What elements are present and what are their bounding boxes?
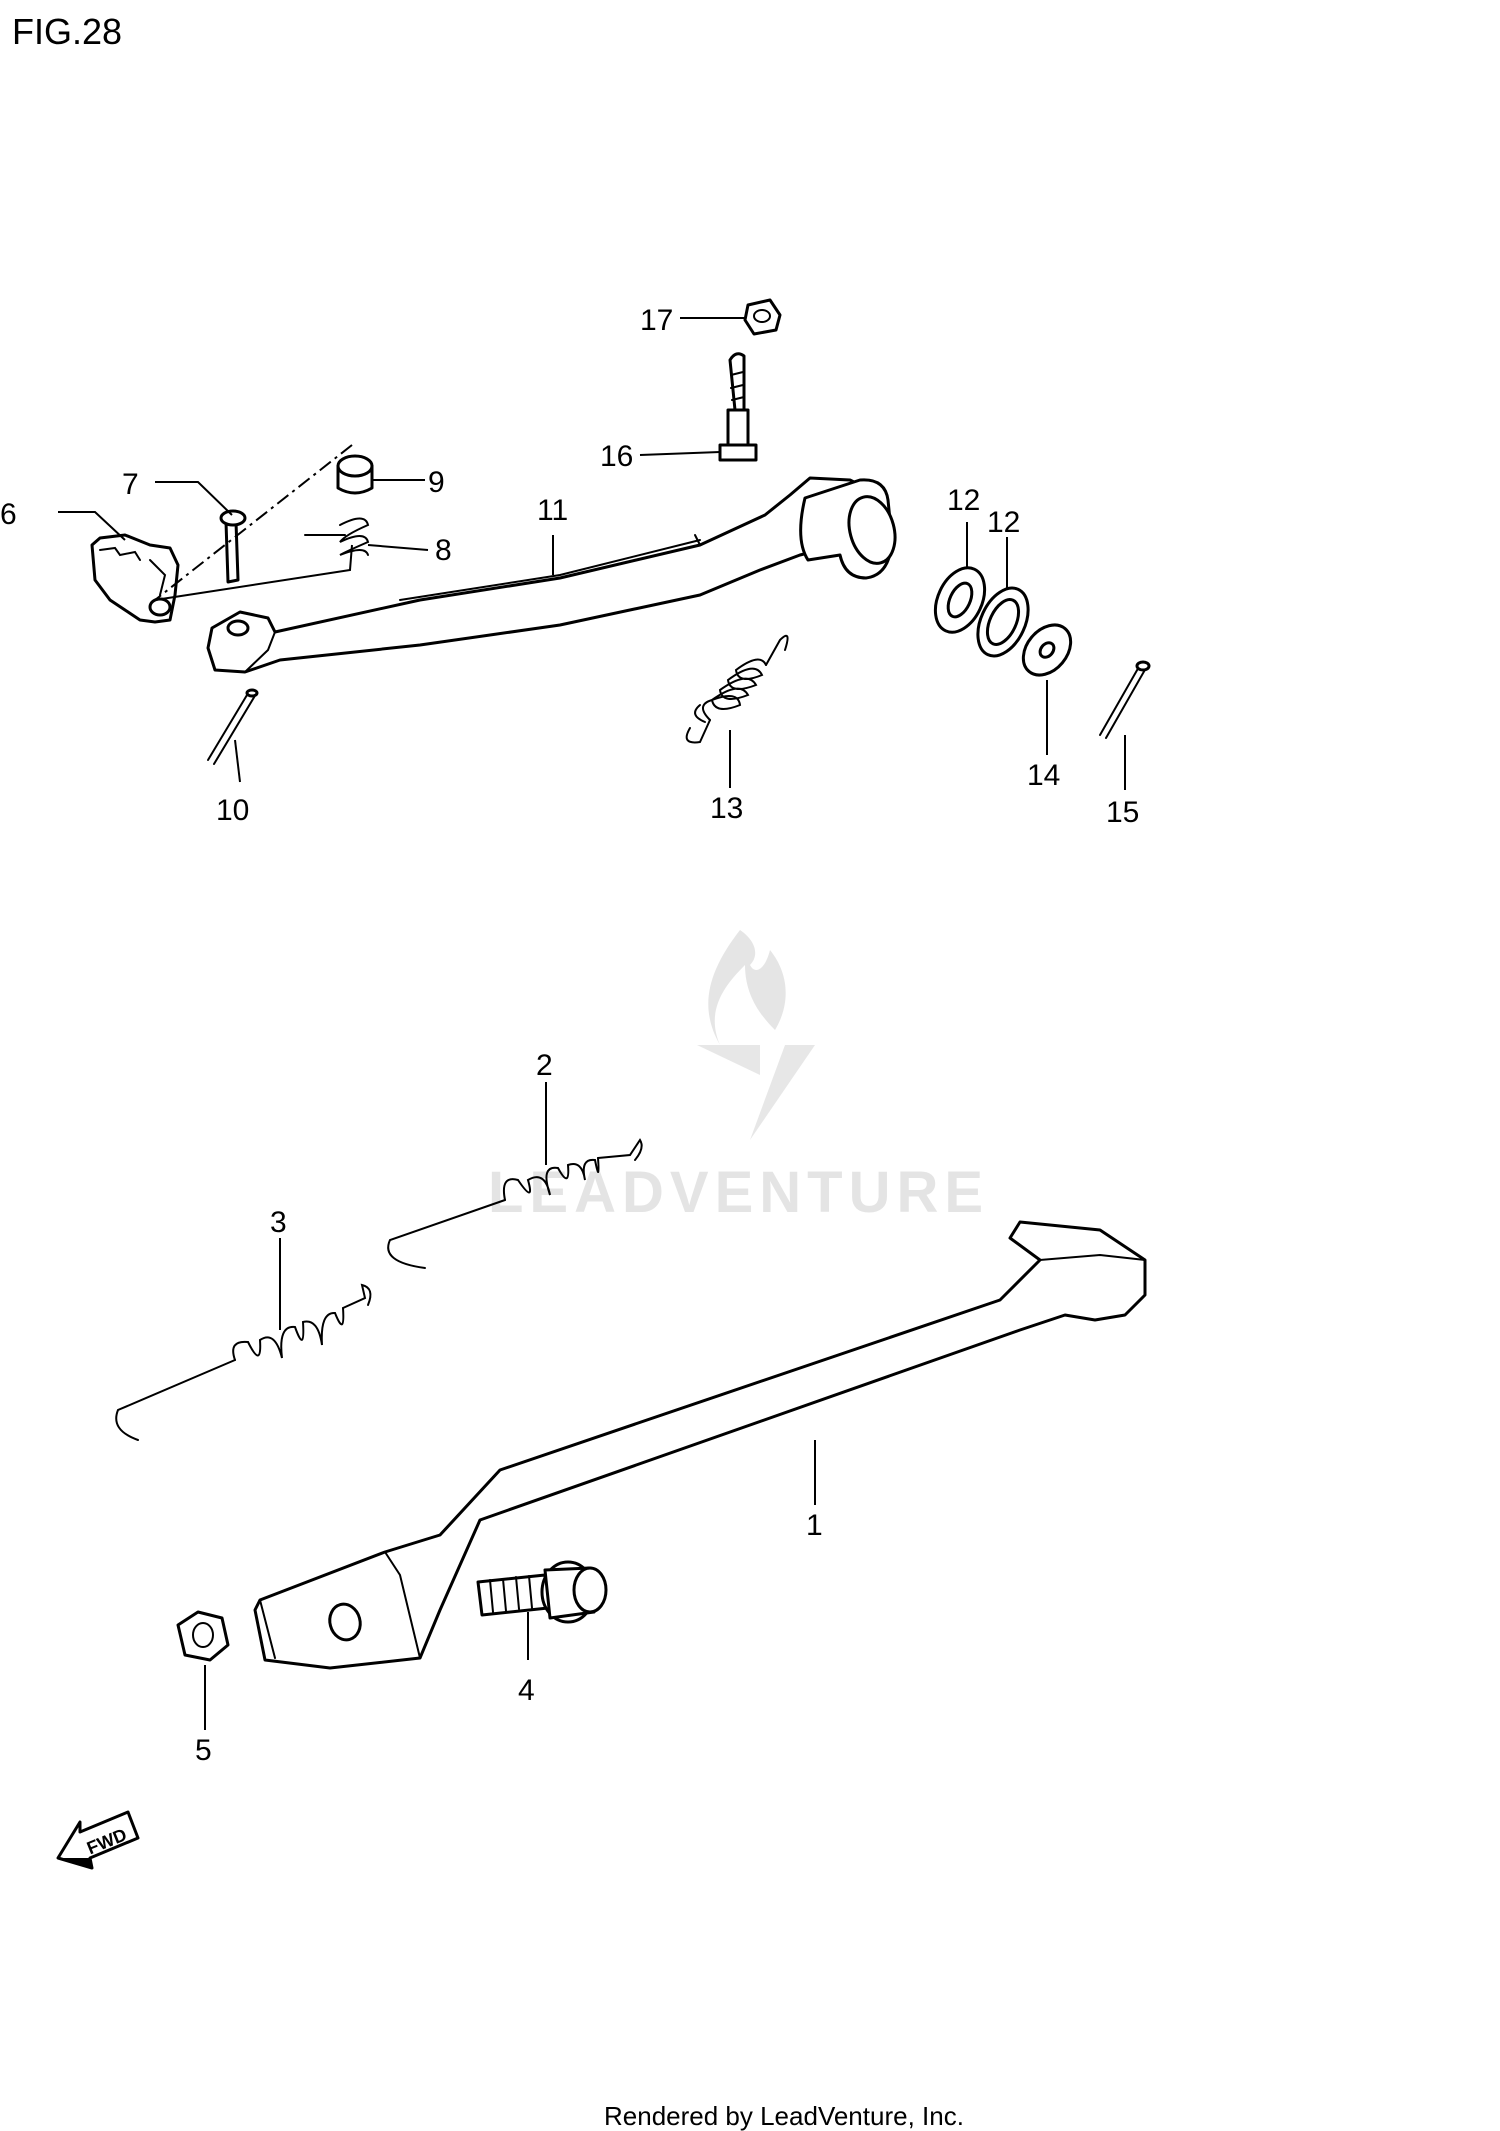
- callout-4[interactable]: 4: [518, 1674, 535, 1707]
- flame-logo-icon: [697, 930, 815, 1140]
- footer-credit: Rendered by LeadVenture, Inc.: [604, 2101, 964, 2131]
- watermark: LEADVENTURE: [488, 930, 989, 1225]
- callout-12a[interactable]: 12: [947, 484, 980, 517]
- callout-14[interactable]: 14: [1027, 759, 1060, 792]
- stand-spring-3: [115, 1283, 372, 1441]
- leader-lines: [58, 317, 1126, 1730]
- callout-8[interactable]: 8: [435, 534, 452, 567]
- callout-1[interactable]: 1: [806, 1509, 823, 1542]
- pedal-clevis: [90, 533, 180, 624]
- figure-title: FIG.28: [12, 11, 122, 52]
- arrow-left-icon: [56, 1810, 140, 1870]
- assembly-line: [154, 444, 353, 601]
- washer-14: [1021, 623, 1073, 677]
- callouts: 6 7 9 8 11 10 17 16 12 12 14 15 13 2 3 1…: [0, 304, 1139, 1767]
- callout-3[interactable]: 3: [270, 1206, 287, 1239]
- washer-12b: [976, 586, 1030, 658]
- callout-6[interactable]: 6: [0, 498, 17, 531]
- cotter-pin-15: [1099, 660, 1151, 739]
- callout-17[interactable]: 17: [640, 304, 673, 337]
- stand-bolt-4: [476, 1560, 608, 1624]
- stand-nut-5: [176, 1610, 230, 1662]
- callout-11[interactable]: 11: [537, 494, 568, 527]
- callout-12b[interactable]: 12: [987, 506, 1020, 539]
- callout-13[interactable]: 13: [710, 792, 743, 825]
- callout-16[interactable]: 16: [600, 440, 633, 473]
- pedal-bushing: [336, 454, 374, 495]
- small-spring: [304, 517, 370, 556]
- callout-9[interactable]: 9: [428, 466, 445, 499]
- side-stand: [253, 1220, 1147, 1670]
- brake-pedal-arm: [206, 476, 897, 674]
- washer-12a: [933, 566, 987, 634]
- callout-7[interactable]: 7: [122, 468, 139, 501]
- return-spring-13: [685, 634, 789, 744]
- stand-spring-2: [387, 1138, 643, 1269]
- bolt-16: [718, 352, 758, 462]
- callout-15[interactable]: 15: [1106, 796, 1139, 829]
- fwd-indicator: FWD: [56, 1810, 140, 1870]
- callout-2[interactable]: 2: [536, 1049, 553, 1082]
- callout-10[interactable]: 10: [216, 794, 249, 827]
- cotter-pin-10: [207, 688, 259, 765]
- watermark-text: LEADVENTURE: [488, 1160, 989, 1225]
- callout-5[interactable]: 5: [195, 1734, 212, 1767]
- assembly-line-b: [154, 544, 353, 601]
- nut-17: [743, 298, 782, 336]
